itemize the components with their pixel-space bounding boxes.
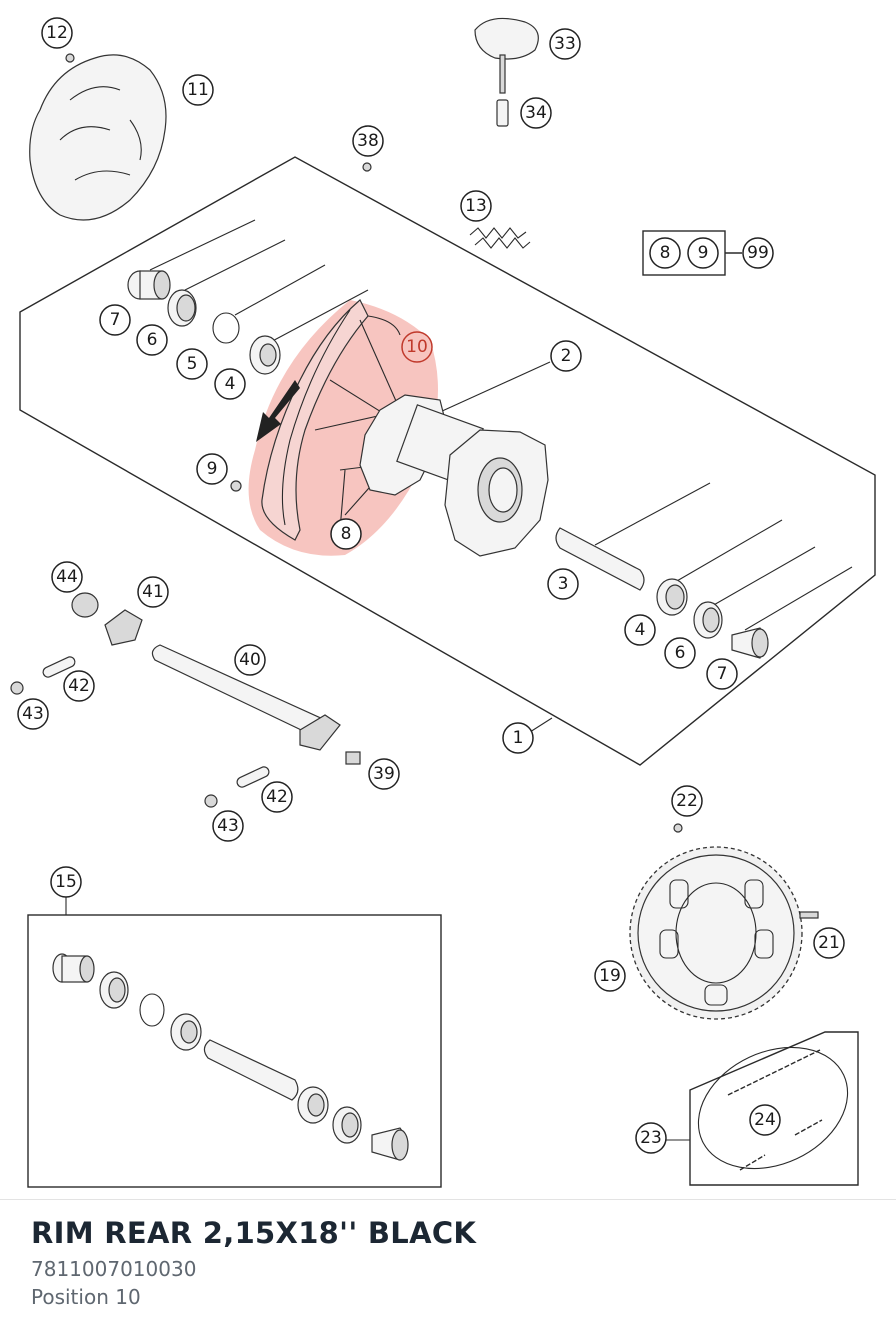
bearing-kit-parts bbox=[52, 953, 409, 1161]
callout-9[interactable]: 9 bbox=[196, 453, 228, 485]
callout-1[interactable]: 1 bbox=[502, 722, 534, 754]
callout-19[interactable]: 19 bbox=[594, 960, 626, 992]
svg-text:24: 24 bbox=[754, 1110, 776, 1130]
svg-text:22: 22 bbox=[676, 791, 698, 811]
leader-lines-right bbox=[439, 361, 853, 631]
svg-text:3: 3 bbox=[558, 574, 569, 594]
callout-33[interactable]: 33 bbox=[549, 28, 581, 60]
callout-21[interactable]: 21 bbox=[813, 927, 845, 959]
callout-23[interactable]: 23 bbox=[635, 1122, 667, 1154]
svg-text:23: 23 bbox=[640, 1128, 662, 1148]
exploded-parts-diagram: 12 11 33 34 38 13 8 9 99 7 6 5 4 10 2 9 … bbox=[10, 17, 876, 1188]
svg-text:34: 34 bbox=[525, 103, 547, 123]
callout-43-upper[interactable]: 43 bbox=[17, 698, 49, 730]
callout-34[interactable]: 34 bbox=[520, 97, 552, 129]
callout-40[interactable]: 40 bbox=[234, 644, 266, 676]
svg-text:11: 11 bbox=[187, 80, 209, 100]
part-title: RIM REAR 2,15X18'' BLACK bbox=[31, 1216, 477, 1250]
svg-text:5: 5 bbox=[187, 354, 198, 374]
svg-text:7: 7 bbox=[717, 664, 728, 684]
callout-4-right[interactable]: 4 bbox=[624, 614, 656, 646]
callout-13[interactable]: 13 bbox=[460, 190, 492, 222]
callout-7-right[interactable]: 7 bbox=[706, 658, 738, 690]
part-position: Position 10 bbox=[31, 1285, 141, 1309]
callout-6-right[interactable]: 6 bbox=[664, 637, 696, 669]
callouts: 12 11 33 34 38 13 8 9 99 7 6 5 4 10 2 9 … bbox=[17, 17, 845, 1154]
svg-text:1: 1 bbox=[513, 728, 524, 748]
svg-text:33: 33 bbox=[554, 34, 576, 54]
axle-assembly bbox=[10, 480, 361, 808]
svg-text:9: 9 bbox=[698, 243, 709, 263]
callout-42-lower[interactable]: 42 bbox=[261, 781, 293, 813]
kit-callout-8[interactable]: 8 bbox=[649, 237, 681, 269]
svg-text:21: 21 bbox=[818, 933, 840, 953]
svg-text:2: 2 bbox=[561, 346, 572, 366]
svg-text:6: 6 bbox=[675, 643, 686, 663]
callout-39[interactable]: 39 bbox=[368, 758, 400, 790]
svg-text:12: 12 bbox=[46, 23, 68, 43]
svg-text:19: 19 bbox=[599, 966, 621, 986]
callout-99[interactable]: 99 bbox=[742, 237, 774, 269]
svg-text:42: 42 bbox=[68, 676, 90, 696]
leader-lines-left bbox=[149, 219, 369, 346]
callout-6-left[interactable]: 6 bbox=[136, 324, 168, 356]
svg-text:38: 38 bbox=[357, 131, 379, 151]
assembly-outline bbox=[19, 156, 876, 766]
svg-text:39: 39 bbox=[373, 764, 395, 784]
callout-8[interactable]: 8 bbox=[330, 518, 362, 550]
callout-4-left[interactable]: 4 bbox=[214, 368, 246, 400]
right-bearing-stack bbox=[555, 527, 769, 659]
chain bbox=[697, 1046, 849, 1171]
svg-text:7: 7 bbox=[110, 310, 121, 330]
svg-text:9: 9 bbox=[207, 459, 218, 479]
callout-11[interactable]: 11 bbox=[182, 74, 214, 106]
kit-callout-9[interactable]: 9 bbox=[687, 237, 719, 269]
svg-text:15: 15 bbox=[55, 872, 77, 892]
callout-43-lower[interactable]: 43 bbox=[212, 810, 244, 842]
rim-segment bbox=[261, 299, 401, 541]
rear-sprocket bbox=[629, 823, 819, 1020]
callout-15[interactable]: 15 bbox=[50, 866, 82, 898]
svg-text:4: 4 bbox=[635, 620, 646, 640]
svg-text:6: 6 bbox=[147, 330, 158, 350]
callout-38[interactable]: 38 bbox=[352, 125, 384, 157]
callout-41[interactable]: 41 bbox=[137, 576, 169, 608]
callout-22[interactable]: 22 bbox=[671, 785, 703, 817]
callout-42-upper[interactable]: 42 bbox=[63, 670, 95, 702]
svg-text:42: 42 bbox=[266, 787, 288, 807]
svg-text:4: 4 bbox=[225, 374, 236, 394]
svg-text:8: 8 bbox=[341, 524, 352, 544]
bracket-part bbox=[474, 17, 539, 127]
callout-leaders bbox=[65, 469, 690, 1141]
svg-text:41: 41 bbox=[142, 582, 164, 602]
callout-7-left[interactable]: 7 bbox=[99, 304, 131, 336]
brake-disc bbox=[29, 53, 167, 221]
callout-12[interactable]: 12 bbox=[41, 17, 73, 49]
svg-text:43: 43 bbox=[22, 704, 44, 724]
svg-text:43: 43 bbox=[217, 816, 239, 836]
direction-arrow bbox=[256, 380, 300, 442]
callout-5[interactable]: 5 bbox=[176, 348, 208, 380]
bearing-kit-box bbox=[27, 914, 442, 1188]
svg-text:13: 13 bbox=[465, 196, 487, 216]
svg-text:8: 8 bbox=[660, 243, 671, 263]
callout-24[interactable]: 24 bbox=[749, 1104, 781, 1136]
svg-text:99: 99 bbox=[747, 243, 769, 263]
part-info-panel: RIM REAR 2,15X18'' BLACK 7811007010030 P… bbox=[0, 1199, 896, 1336]
wheel-hub bbox=[314, 319, 549, 557]
callout-10-highlighted[interactable]: 10 bbox=[401, 331, 433, 363]
callout-2[interactable]: 2 bbox=[550, 340, 582, 372]
svg-text:40: 40 bbox=[239, 650, 261, 670]
left-bearing-stack bbox=[127, 270, 281, 375]
callout-44[interactable]: 44 bbox=[51, 561, 83, 593]
svg-text:44: 44 bbox=[56, 567, 78, 587]
chain-box bbox=[689, 1031, 859, 1186]
part-number: 7811007010030 bbox=[31, 1257, 197, 1281]
svg-text:10: 10 bbox=[406, 337, 428, 357]
callout-3[interactable]: 3 bbox=[547, 568, 579, 600]
spring-clips bbox=[469, 227, 531, 249]
